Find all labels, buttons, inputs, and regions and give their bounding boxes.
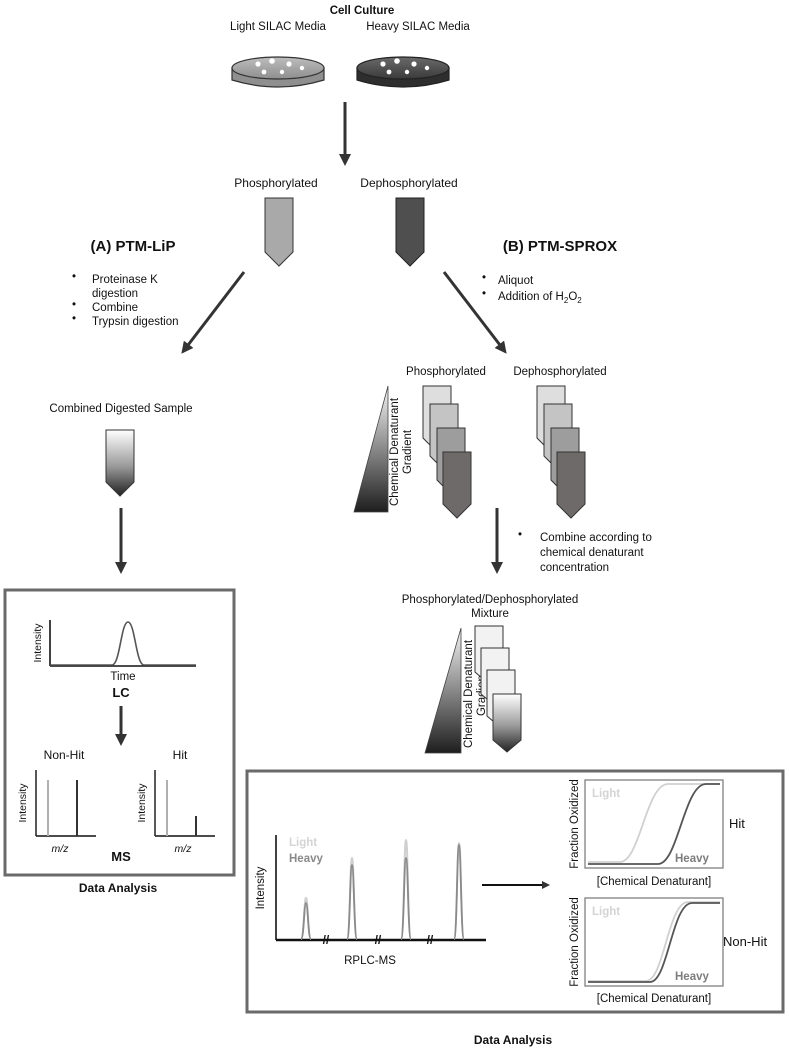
- dephospho-tube-stack: [536, 385, 586, 519]
- hit-label-left: Hit: [173, 748, 188, 762]
- sprox-step-aliquot: Aliquot: [498, 275, 534, 287]
- lc-chromatogram: [49, 620, 196, 667]
- ptm-lip-title: (A) PTM-LiP: [91, 238, 176, 255]
- nonhit-x-label: [Chemical Denaturant]: [597, 993, 711, 1005]
- combined-sample-tube: [105, 429, 135, 497]
- lip-step-digestion: digestion: [92, 288, 138, 300]
- bullet: •: [72, 299, 76, 311]
- hit-label-right: Hit: [729, 816, 745, 831]
- nonhit-heavy-label: Heavy: [675, 971, 709, 983]
- light-culture-dish: [231, 56, 325, 88]
- hit-heavy-curve: [588, 783, 720, 865]
- heavy-culture-dish: [356, 56, 450, 88]
- rplc-axis-break-2: //: [375, 935, 382, 947]
- ms-y-label-nonhit: Intensity: [17, 783, 29, 823]
- combined-sample-label: Combined Digested Sample: [49, 403, 192, 415]
- lip-step-proteinase: Proteinase K: [92, 274, 158, 286]
- ms-label: MS: [111, 849, 131, 864]
- hit-light-curve: [588, 783, 720, 863]
- hit-x-label: [Chemical Denaturant]: [597, 876, 711, 888]
- combine-note-line3: concentration: [540, 562, 609, 574]
- lip-data-analysis-label: Data Analysis: [79, 881, 158, 895]
- nonhit-y-label: Fraction Oxidized: [569, 897, 581, 986]
- rplc-axis-break-3: //: [427, 935, 434, 947]
- rplc-heavy-peak-4: [453, 844, 465, 940]
- sprox-data-analysis-label: Data Analysis: [474, 1033, 553, 1047]
- cell-culture-title: Cell Culture: [330, 5, 395, 17]
- nonhit-light-label: Light: [592, 906, 620, 918]
- nonhit-ms-spectrum: [35, 770, 96, 837]
- hit-denaturation-plot: [584, 779, 724, 869]
- rplc-heavy-peak-1: [300, 902, 312, 940]
- lc-x-label: Time: [110, 671, 135, 683]
- sprox-dephospho-label: Dephosphorylated: [513, 366, 606, 378]
- lip-step-combine: Combine: [92, 302, 138, 314]
- dephospho-label: Dephosphorylated: [360, 176, 457, 190]
- combine-note-line2: chemical denaturant: [540, 547, 644, 559]
- hit-ms-spectrum: [154, 770, 215, 837]
- dephospho-tube: [395, 197, 425, 267]
- bullet: •: [482, 288, 486, 300]
- mixture-label-line2: Mixture: [471, 608, 509, 620]
- rplc-light-label: Light: [289, 837, 317, 849]
- rplc-heavy-label: Heavy: [289, 853, 323, 865]
- sprox-phospho-label: Phosphorylated: [406, 366, 486, 378]
- ms-y-label-hit: Intensity: [136, 783, 148, 823]
- arrow-to-lip: [181, 271, 246, 354]
- rplc-chromatogram: [275, 835, 486, 942]
- lc-label: LC: [112, 685, 130, 700]
- nonhit-heavy-curve: [588, 902, 720, 983]
- bullet: •: [72, 271, 76, 283]
- arrow-to-sprox: [442, 271, 507, 354]
- phospho-tube: [264, 197, 294, 267]
- mixture-label-line1: Phosphorylated/Dephosphorylated: [402, 594, 578, 606]
- light-media-label: Light SILAC Media: [230, 21, 326, 33]
- bullet: •: [72, 313, 76, 325]
- mixture-tube-stack: [474, 625, 522, 753]
- ptm-sprox-title: (B) PTM-SPROX: [503, 238, 617, 255]
- phospho-label: Phosphorylated: [234, 176, 317, 190]
- rplc-x-label: RPLC-MS: [344, 955, 396, 967]
- rplc-y-label: Intensity: [255, 866, 267, 909]
- bullet: •: [518, 529, 522, 541]
- ms-x-label-hit: m/z: [175, 843, 193, 855]
- nonhit-light-curve: [588, 901, 720, 982]
- combine-note-line1: Combine according to: [540, 532, 652, 544]
- rplc-heavy-peak-2: [346, 864, 358, 940]
- nonhit-label-left: Non-Hit: [44, 748, 85, 762]
- lc-y-label: Intensity: [32, 623, 44, 663]
- lip-step-trypsin: Trypsin digestion: [92, 316, 179, 328]
- phospho-tube-stack: [422, 385, 472, 519]
- gradient-label-line1: Chemical Denaturant: [389, 397, 401, 506]
- hit-y-label: Fraction Oxidized: [569, 779, 581, 868]
- nonhit-label-right: Non-Hit: [723, 934, 767, 949]
- ms-x-label-nonhit: m/z: [52, 843, 70, 855]
- rplc-heavy-peak-3: [400, 857, 412, 940]
- denaturant-gradient-wedge: [353, 385, 389, 513]
- rplc-axis-break-1: //: [323, 935, 330, 947]
- mixture-gradient-wedge: [424, 627, 462, 754]
- hit-light-label: Light: [592, 788, 620, 800]
- mixture-gradient-label-line1: Chemical Denaturant: [463, 639, 475, 748]
- hit-heavy-label: Heavy: [675, 853, 709, 865]
- nonhit-denaturation-plot: [584, 897, 724, 987]
- gradient-label-line2: Gradient: [402, 429, 414, 474]
- heavy-media-label: Heavy SILAC Media: [366, 21, 470, 33]
- sprox-step-h2o2: Addition of H2O2: [498, 291, 582, 305]
- bullet: •: [482, 272, 486, 284]
